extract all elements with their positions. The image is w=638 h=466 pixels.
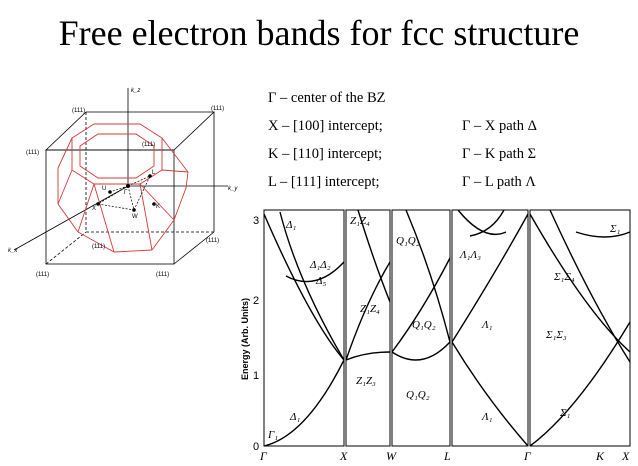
k-axes [13, 88, 228, 251]
bz-axis-kx: k_x [8, 248, 18, 254]
energy-axis-label: Energy (Arb. Units) [240, 298, 250, 380]
bz-corner-label-1: (111) [72, 108, 85, 114]
band-label-gamma1: Γ₁ [267, 429, 278, 441]
bz-point-x: X [92, 206, 96, 212]
bz-corner-label-2: (111) [211, 106, 224, 112]
bz-point-gamma: Γ [124, 190, 128, 196]
bz-corner-label-5: (111) [206, 238, 219, 244]
truncated-octahedron [57, 123, 189, 253]
def-k: K – [110] intercept; [268, 146, 383, 162]
def-k-path: Γ – K path Σ [462, 146, 537, 162]
band-label-z1z3: Z₁Z₃ [356, 375, 376, 387]
y-tick-2: 2 [253, 295, 259, 307]
def-row-x: X – [100] intercept; Γ – X path Δ [268, 118, 568, 138]
bz-corner-label-7: (111) [156, 272, 169, 278]
brillouin-zone-figure: (111) (111) (111) (111) (111) (111) (111… [8, 88, 238, 278]
def-l: L – [111] intercept; [268, 174, 380, 190]
band-label-d1-low: Δ₁ [289, 411, 300, 423]
x-tick-l: L [443, 449, 451, 463]
def-row-k: K – [110] intercept; Γ – K path Σ [268, 146, 568, 166]
symmetry-point-markers [96, 174, 156, 212]
slide-title: Free electron bands for fcc structure [58, 13, 580, 53]
bz-axis-ky: k_y [228, 186, 238, 192]
bz-corner-label-6: (111) [36, 272, 49, 278]
band-label-d1d2: Δ₁Δ₂ [309, 259, 331, 271]
def-row-l: L – [111] intercept; Γ – L path Λ [268, 174, 568, 194]
band-structure-diagram: Energy (Arb. Units) 0 1 2 3 Δ₁ Z₁Z₄ Q₁Q₂… [240, 209, 631, 463]
band-label-q1q2-top: Q₁Q₂ [396, 235, 420, 247]
band-label-l1-mid: Λ₁ [481, 319, 493, 331]
x-tick-x-2: X [621, 449, 630, 463]
bz-corner-label-8: (111) [92, 244, 105, 250]
band-label-l1-low: Λ₁ [481, 411, 493, 423]
band-label-l1l3: Λ₁Λ₃ [459, 249, 481, 261]
def-l-path: Γ – L path Λ [462, 174, 536, 190]
band-label-s1s4: Σ₁Σ₄ [553, 271, 575, 283]
y-tick-1: 1 [253, 370, 259, 382]
x-tick-gamma-2: Γ [523, 449, 532, 463]
def-x-path: Γ – X path Δ [462, 118, 537, 134]
bz-corner-label-4: (111) [142, 142, 155, 148]
x-tick-w: W [386, 449, 397, 463]
energy-bands [263, 209, 631, 447]
bz-point-l: L [152, 170, 156, 176]
band-label-z1z4-top: Z₁Z₄ [350, 215, 370, 227]
x-tick-k: K [595, 449, 605, 463]
bz-point-w: W [132, 214, 138, 220]
bz-point-k: K [156, 204, 160, 210]
x-tick-x-1: X [339, 449, 348, 463]
y-tick-0: 0 [253, 441, 259, 453]
x-tick-gamma-1: Γ [259, 449, 268, 463]
band-label-s1s3: Σ₁Σ₃ [545, 329, 567, 341]
panel-frames [263, 209, 631, 447]
reference-cube [44, 111, 216, 265]
band-label-q1q2-low: Q₁Q₂ [406, 389, 430, 401]
bz-point-u: U [102, 186, 106, 192]
band-label-q1q2-mid: Q₁Q₂ [412, 319, 436, 331]
bz-axis-kz: k_z [131, 88, 140, 94]
band-label-sigma1-low: Σ₁ [559, 407, 571, 419]
def-row-gamma: Γ – center of the BZ [268, 90, 568, 110]
band-label-z1z4-mid: Z₁Z₄ [360, 303, 380, 315]
def-x: X – [100] intercept; [268, 118, 383, 134]
bz-corner-label-3: (111) [26, 150, 39, 156]
y-tick-3: 3 [253, 215, 259, 227]
band-label-sigma1-top: Σ₁ [609, 223, 621, 235]
def-gamma: Γ – center of the BZ [268, 90, 386, 106]
band-label-d1-top: Δ₁ [285, 219, 296, 231]
band-label-d5: Δ₅ [315, 275, 326, 287]
symmetry-paths [97, 175, 151, 211]
